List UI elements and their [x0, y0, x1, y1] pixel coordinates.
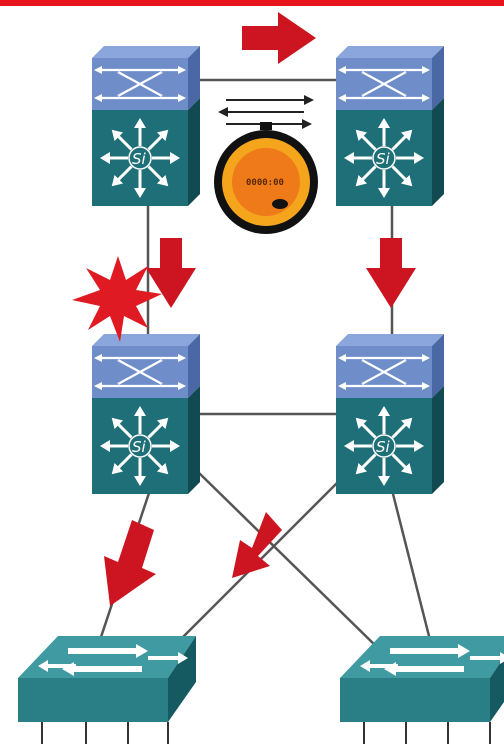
access-switch-left	[18, 636, 196, 722]
timer-display: 0000:00	[246, 178, 284, 188]
arrow-to-access-middle	[232, 512, 282, 578]
arrow-top-right	[242, 12, 316, 64]
si-label: Si	[132, 438, 147, 456]
access-switch-right	[340, 636, 504, 722]
core-switch-left: Si	[92, 46, 200, 206]
arrow-down-right	[366, 238, 416, 308]
stopwatch-icon: 0000:00	[214, 122, 318, 234]
core-switch-right: Si	[336, 46, 444, 206]
top-red-bar	[0, 0, 504, 6]
distribution-switch-right: Si	[336, 334, 444, 494]
access-port-lines	[41, 722, 491, 744]
arrow-down-left	[146, 238, 196, 308]
si-label: Si	[376, 150, 391, 168]
arrow-to-access-left	[104, 520, 156, 606]
si-label: Si	[132, 150, 147, 168]
distribution-switch-left: Si	[92, 334, 200, 494]
link-failure-starburst-icon	[72, 256, 162, 342]
si-label: Si	[376, 438, 391, 456]
